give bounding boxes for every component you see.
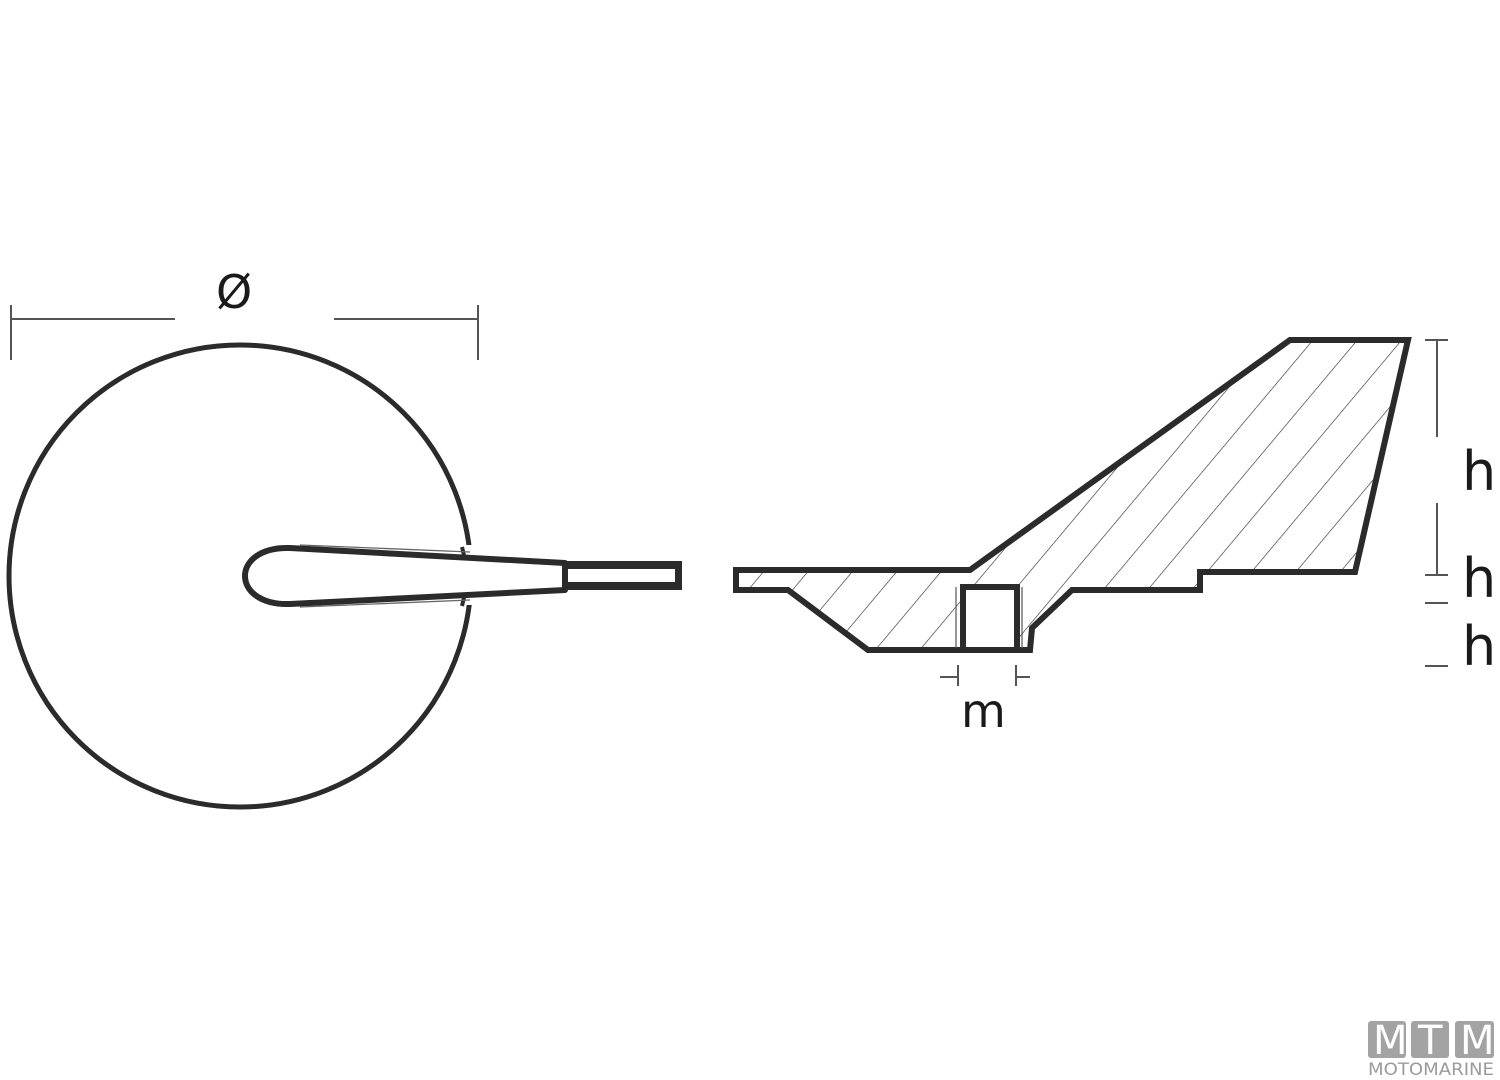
slot-width-dimension [940, 665, 1030, 686]
slot [963, 587, 1017, 649]
front-view: Ø [6, 265, 682, 810]
mounting-tab [242, 544, 682, 608]
side-view: m h h h [733, 337, 1496, 738]
diameter-label: Ø [216, 265, 252, 319]
logo-letter-t: T [1417, 1018, 1443, 1064]
logo-name: MOTOMARINE [1368, 1060, 1494, 1080]
height-label-1: h [1462, 440, 1496, 503]
diameter-dimension [10, 305, 479, 360]
height-label-3: h [1462, 615, 1496, 678]
fin-outline [733, 337, 1412, 653]
diameter-symbol: Ø [216, 265, 252, 319]
motomarine-logo: M T M MOTOMARINE [1368, 1018, 1495, 1080]
height-label-2: h [1462, 547, 1496, 610]
slot-width-label: m [961, 684, 1006, 738]
logo-letter-m2: M [1460, 1018, 1495, 1064]
height-dimensions [1425, 339, 1448, 667]
logo-letter-m1: M [1373, 1018, 1408, 1064]
